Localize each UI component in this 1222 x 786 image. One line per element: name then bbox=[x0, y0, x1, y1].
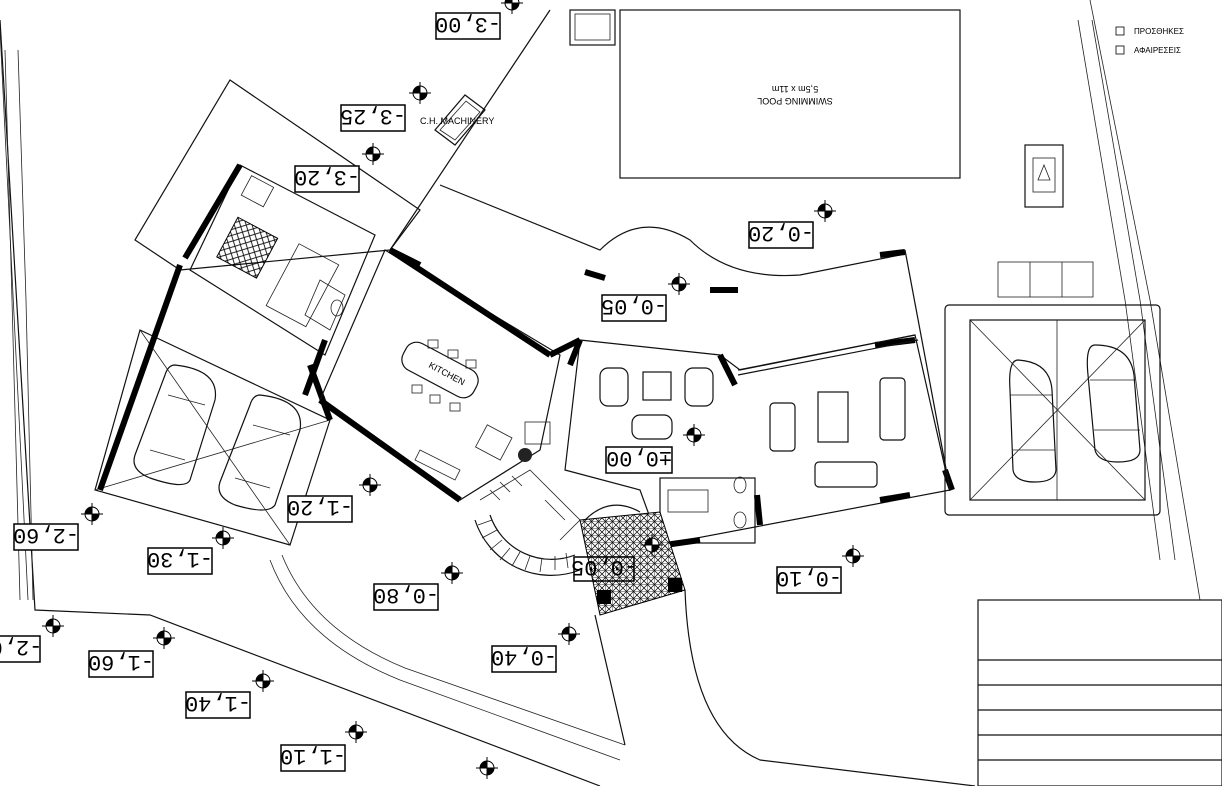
level-label: -3,20 bbox=[294, 164, 360, 193]
barbecue bbox=[1024, 144, 1064, 208]
svg-text:-1,40: -1,40 bbox=[185, 690, 251, 715]
living-room bbox=[564, 249, 955, 548]
machinery-room: C.H. MACHINERY bbox=[420, 94, 494, 146]
driveway bbox=[594, 589, 976, 786]
level-label: ±0,00 bbox=[605, 445, 673, 474]
car-icon bbox=[133, 364, 217, 486]
car-icon bbox=[218, 394, 302, 511]
level-label: -0,05 bbox=[601, 293, 667, 322]
garage-right bbox=[944, 261, 1161, 516]
garage-left bbox=[94, 263, 333, 546]
level-label: -1,40 bbox=[185, 690, 251, 719]
svg-text:-1,30: -1,30 bbox=[147, 546, 213, 571]
level-label: -0,20 bbox=[748, 220, 814, 249]
level-label: -0,10 bbox=[776, 565, 842, 594]
legend: ΠΡΟΣΘΗΚΕΣ ΑΦΑΙΡΕΣΕΙΣ bbox=[1115, 26, 1184, 55]
svg-text:-3,20: -3,20 bbox=[294, 164, 360, 189]
car-icon bbox=[1009, 359, 1057, 483]
external-stairs bbox=[977, 599, 1222, 786]
level-label: -0,40 bbox=[491, 644, 557, 673]
dining-chairs bbox=[411, 339, 477, 412]
legend-box-removals bbox=[1115, 45, 1125, 55]
machinery-label: C.H. MACHINERY bbox=[420, 116, 494, 126]
sofa-set bbox=[599, 367, 714, 440]
svg-text:-1,10: -1,10 bbox=[280, 743, 346, 768]
svg-text:-0,80: -0,80 bbox=[373, 582, 439, 607]
stone-wall-right bbox=[1077, 19, 1176, 561]
level-label: -0,80 bbox=[373, 582, 439, 611]
level-label: -1,10 bbox=[280, 743, 346, 772]
svg-text:-1,20: -1,20 bbox=[287, 494, 353, 519]
svg-text:-0,05: -0,05 bbox=[571, 554, 637, 579]
legend-label-additions: ΠΡΟΣΘΗΚΕΣ bbox=[1134, 27, 1184, 36]
svg-text:-3,25: -3,25 bbox=[340, 103, 406, 128]
svg-text:-2,60: -2,60 bbox=[13, 522, 79, 547]
level-label: -1,60 bbox=[88, 649, 154, 678]
svg-text:-3,00: -3,00 bbox=[435, 11, 501, 36]
svg-text:-2,0: -2,0 bbox=[0, 634, 42, 659]
level-label: -2,0 bbox=[0, 634, 42, 663]
level-label: -3,25 bbox=[340, 103, 406, 132]
svg-text:-0,20: -0,20 bbox=[748, 220, 814, 245]
level-label: -2,60 bbox=[13, 522, 79, 551]
level-label: -1,20 bbox=[287, 494, 353, 523]
level-label: -3,00 bbox=[435, 11, 501, 40]
svg-text:-1,60: -1,60 bbox=[88, 649, 154, 674]
level-label: -0,05 bbox=[571, 554, 637, 582]
legend-label-removals: ΑΦΑΙΡΕΣΕΙΣ bbox=[1134, 46, 1181, 55]
svg-text:-0,40: -0,40 bbox=[491, 644, 557, 669]
level-label: -1,30 bbox=[147, 546, 213, 575]
pool-size-label: 5,5m x 11m bbox=[772, 84, 818, 94]
legend-box-additions bbox=[1115, 26, 1125, 36]
stone-wall-left bbox=[4, 49, 626, 761]
svg-text:-0,05: -0,05 bbox=[601, 293, 667, 318]
level-labels: -3,00 -3,25 -3,20 -0,20 -0,05 ±0,00 -1,2… bbox=[0, 11, 842, 772]
kitchen-dining: KITCHEN bbox=[302, 247, 582, 503]
car-icon bbox=[1086, 344, 1141, 463]
svg-text:-0,10: -0,10 bbox=[776, 565, 842, 590]
swimming-pool: SWIMMING POOL 5,5m x 11m bbox=[569, 9, 961, 179]
sofa-set bbox=[769, 377, 906, 488]
pool-deck-outline bbox=[389, 9, 901, 293]
pool-name-label: SWIMMING POOL bbox=[757, 96, 833, 106]
spiral-stair bbox=[474, 469, 581, 576]
svg-text:±0,00: ±0,00 bbox=[606, 445, 672, 470]
